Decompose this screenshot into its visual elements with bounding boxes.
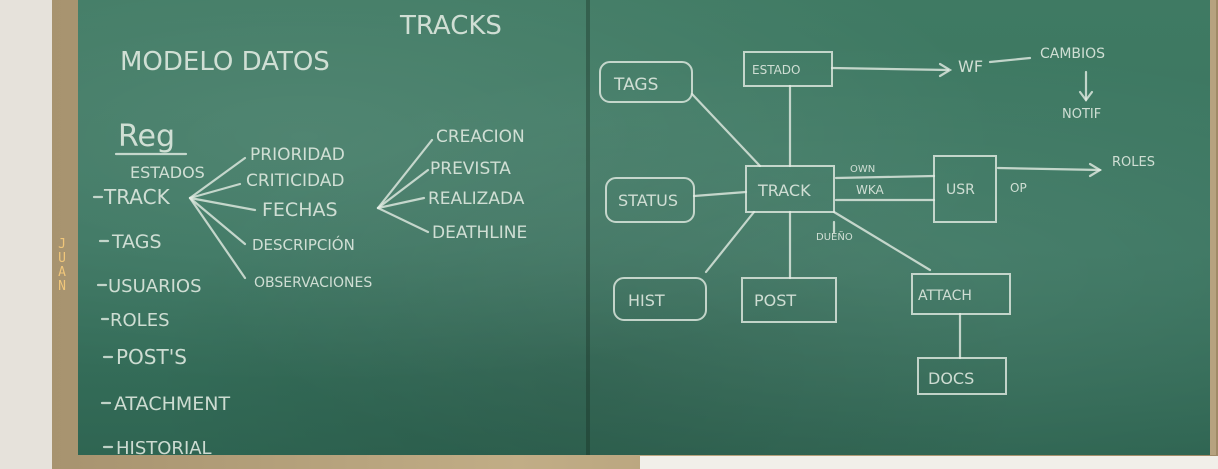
list-item-historial: HISTORIAL bbox=[116, 438, 212, 459]
title-modelo-datos: MODELO DATOS bbox=[120, 47, 330, 77]
label-notif: NOTIF bbox=[1062, 107, 1101, 122]
label-dueno: DUEÑO bbox=[816, 230, 853, 243]
label-cambios: CAMBIOS bbox=[1040, 46, 1105, 62]
label-owner: OWN bbox=[850, 164, 875, 175]
list-item-track: TRACK bbox=[103, 185, 171, 209]
attr-prioridad: PRIORIDAD bbox=[250, 145, 345, 165]
list-item-usuarios: USUARIOS bbox=[108, 276, 202, 297]
list-item-estados: ESTADOS bbox=[130, 163, 205, 182]
box-user bbox=[933, 155, 997, 223]
label-post: POST bbox=[754, 291, 796, 310]
date-realizada: REALIZADA bbox=[428, 189, 525, 209]
list-bullets bbox=[92, 195, 114, 449]
box-status bbox=[605, 177, 695, 223]
date-prevista: PREVISTA bbox=[430, 159, 511, 179]
wall bbox=[0, 0, 62, 469]
label-attach: ATTACH bbox=[918, 288, 972, 304]
list-item-roles: ROLES bbox=[110, 310, 170, 331]
title-tracks: TRACKS bbox=[399, 11, 502, 41]
label-status: STATUS bbox=[618, 191, 678, 210]
list-item-posts: POST'S bbox=[116, 345, 187, 369]
chalkboard bbox=[78, 0, 1216, 455]
label-hist: HIST bbox=[628, 291, 665, 310]
list-item-atachment: ATACHMENT bbox=[114, 393, 230, 415]
attr-observaciones: OBSERVACIONES bbox=[254, 275, 372, 291]
box-hist bbox=[613, 277, 707, 321]
fechas-arrows bbox=[376, 138, 434, 234]
diagram-boxes bbox=[599, 51, 1011, 395]
chalk-tray bbox=[640, 456, 1218, 469]
box-tags bbox=[599, 61, 693, 103]
board-seam bbox=[586, 0, 590, 455]
date-deathline: DEATHLINE bbox=[432, 223, 527, 243]
label-roles: ROLES bbox=[1112, 155, 1155, 170]
label-track: TRACK bbox=[757, 181, 811, 200]
attr-criticidad: CRITICIDAD bbox=[246, 171, 345, 191]
section-heading: Reg bbox=[118, 119, 175, 154]
attr-fechas: FECHAS bbox=[262, 199, 338, 221]
label-wka: WKA bbox=[856, 183, 885, 197]
label-estado: ESTADO bbox=[752, 63, 801, 77]
label-op: OP bbox=[1010, 181, 1027, 195]
date-creacion: CREACION bbox=[436, 127, 525, 147]
list-item-tags: TAGS bbox=[111, 231, 162, 253]
label-tags: TAGS bbox=[613, 75, 658, 95]
track-attribute-arrows bbox=[188, 156, 257, 280]
label-wf: WF bbox=[958, 57, 983, 76]
box-docs bbox=[917, 357, 1007, 395]
label-docs: DOCS bbox=[928, 369, 974, 388]
label-user: USR bbox=[946, 182, 975, 198]
diagram-relations bbox=[690, 56, 1103, 360]
attr-descripcion: DESCRIPCIÓN bbox=[252, 235, 355, 254]
